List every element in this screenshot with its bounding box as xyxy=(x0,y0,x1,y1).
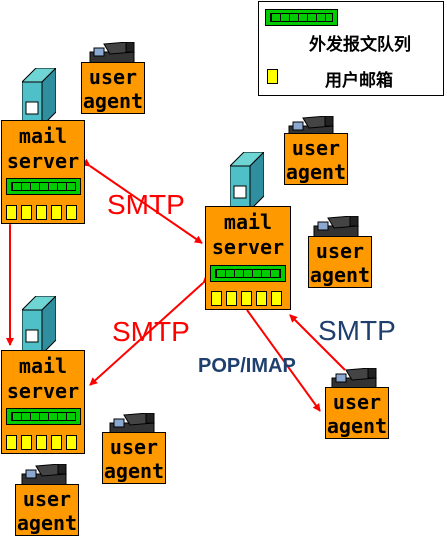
user-agent-label-line2: agent xyxy=(326,414,388,438)
mail-server-3: mail server xyxy=(1,350,85,454)
server-tower-icon xyxy=(230,152,264,210)
mail-server-1: mail server xyxy=(1,120,85,224)
user-agent-4: user agent xyxy=(325,387,389,439)
computer-icon xyxy=(288,116,334,139)
user-agent-label-line1: user xyxy=(291,136,341,160)
legend-mailbox-icon xyxy=(267,69,278,84)
arrow-server1-to-server2 xyxy=(81,158,203,244)
mailbox xyxy=(271,291,282,306)
mailbox xyxy=(241,291,252,306)
user-agent-5: user agent xyxy=(102,432,166,484)
server-label-line1: mail xyxy=(18,354,68,378)
smtp-label-middle: SMTP xyxy=(112,316,190,347)
user-agent-label-line1: user xyxy=(332,390,382,414)
mailbox xyxy=(66,205,77,220)
arrow-server2-to-agent xyxy=(246,309,321,412)
user-agent-label-line2: agent xyxy=(103,459,165,483)
user-agent-3: user agent xyxy=(308,236,372,288)
legend-queue-icon xyxy=(265,9,338,26)
arrow-agent-to-server2 xyxy=(289,314,346,371)
user-agent-label-line2: agent xyxy=(16,511,78,535)
mailbox xyxy=(6,435,17,450)
user-agent-label-line1: user xyxy=(109,435,159,459)
smtp-label-top: SMTP xyxy=(107,189,185,220)
computer-icon xyxy=(89,42,135,65)
user-agent-1: user agent xyxy=(81,62,145,114)
server-label-line2: server xyxy=(6,149,80,173)
mailbox xyxy=(226,291,237,306)
mailbox xyxy=(21,205,32,220)
legend-queue-label: 外发报文队列 xyxy=(309,35,411,55)
server-label-line2: server xyxy=(211,235,285,259)
mailbox xyxy=(211,291,222,306)
user-agent-label-line2: agent xyxy=(82,89,144,113)
arrow-server2-to-server3 xyxy=(89,275,211,386)
user-agent-label-line2: agent xyxy=(309,263,371,287)
outgoing-queue xyxy=(6,408,81,425)
user-agent-2: user agent xyxy=(284,133,348,185)
mailbox xyxy=(256,291,267,306)
server-label-line2: server xyxy=(6,379,80,403)
mailbox xyxy=(36,205,47,220)
pop-imap-label: POP/IMAP xyxy=(198,355,296,377)
outgoing-queue xyxy=(6,178,81,195)
mailbox xyxy=(51,435,62,450)
mailbox xyxy=(21,435,32,450)
mailbox xyxy=(36,435,47,450)
user-agent-label-line1: user xyxy=(315,239,365,263)
legend: 外发报文队列 用户邮箱 xyxy=(258,1,444,96)
server-tower-icon xyxy=(22,68,56,126)
legend-mailbox-label: 用户邮箱 xyxy=(325,71,393,91)
outgoing-queue xyxy=(210,265,286,282)
server-label-line1: mail xyxy=(223,210,273,234)
user-agent-label-line1: user xyxy=(22,487,72,511)
mail-server-2: mail server xyxy=(205,206,291,310)
user-agent-6: user agent xyxy=(15,484,79,536)
mailbox xyxy=(66,435,77,450)
mailbox xyxy=(51,205,62,220)
smtp-label-right: SMTP xyxy=(318,315,396,346)
user-agent-label-line2: agent xyxy=(285,160,347,184)
user-agent-label-line1: user xyxy=(88,65,138,89)
server-label-line1: mail xyxy=(18,124,68,148)
mailbox xyxy=(6,205,17,220)
computer-icon xyxy=(313,216,359,239)
server-tower-icon xyxy=(22,296,56,354)
